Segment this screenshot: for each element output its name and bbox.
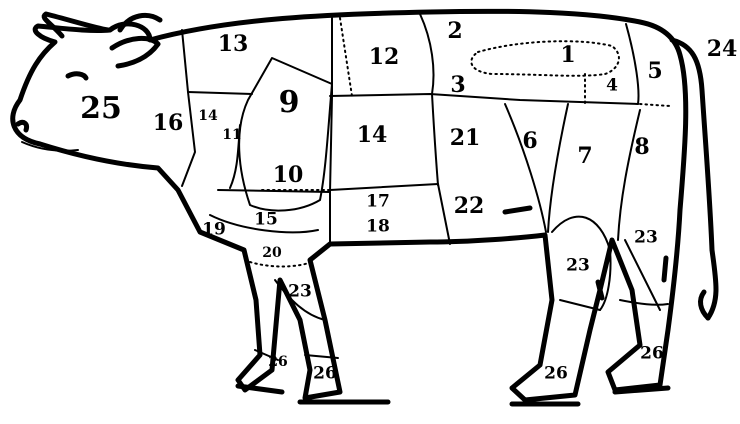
cut-label: 23 [288, 282, 312, 302]
cow-body-outline [13, 11, 686, 400]
cut-label: 26 [640, 344, 664, 364]
cut-label: 20 [262, 245, 282, 261]
cut-label: 25 [80, 91, 122, 126]
cut-label: 9 [279, 85, 300, 120]
cut-label: 23 [634, 228, 658, 248]
cut-label: 10 [273, 162, 304, 188]
cut-label: 16 [153, 110, 184, 136]
cut-label: 6 [522, 128, 537, 154]
cut-label: 3 [450, 72, 465, 98]
cut-label: 8 [634, 134, 649, 160]
cut-label: 21 [450, 125, 481, 151]
cut-label: 15 [254, 210, 278, 230]
cut-label: 11 [222, 127, 241, 143]
cut-label: 26 [544, 364, 568, 384]
cut-label: 26 [268, 354, 287, 370]
tail-tip [701, 292, 708, 318]
cut-label: 18 [366, 217, 390, 237]
hind-leg-mark [664, 258, 666, 280]
cut-label: 2 [447, 18, 462, 44]
cut-label: 4 [606, 76, 618, 96]
cut-label: 24 [707, 36, 738, 62]
cut-label: 12 [369, 44, 400, 70]
cut-label: 26 [313, 364, 337, 384]
cut-label: 23 [566, 256, 590, 276]
cut-label: 5 [647, 58, 662, 84]
cut-label: 7 [577, 143, 592, 169]
cut-label: 13 [218, 31, 249, 57]
cut-label: 14 [357, 122, 388, 148]
cut-label: 14 [198, 108, 218, 124]
cut-label: 17 [366, 192, 390, 212]
cut-label: 19 [202, 220, 226, 240]
cut-label: 1 [560, 42, 575, 68]
cut-label: 22 [454, 193, 485, 219]
